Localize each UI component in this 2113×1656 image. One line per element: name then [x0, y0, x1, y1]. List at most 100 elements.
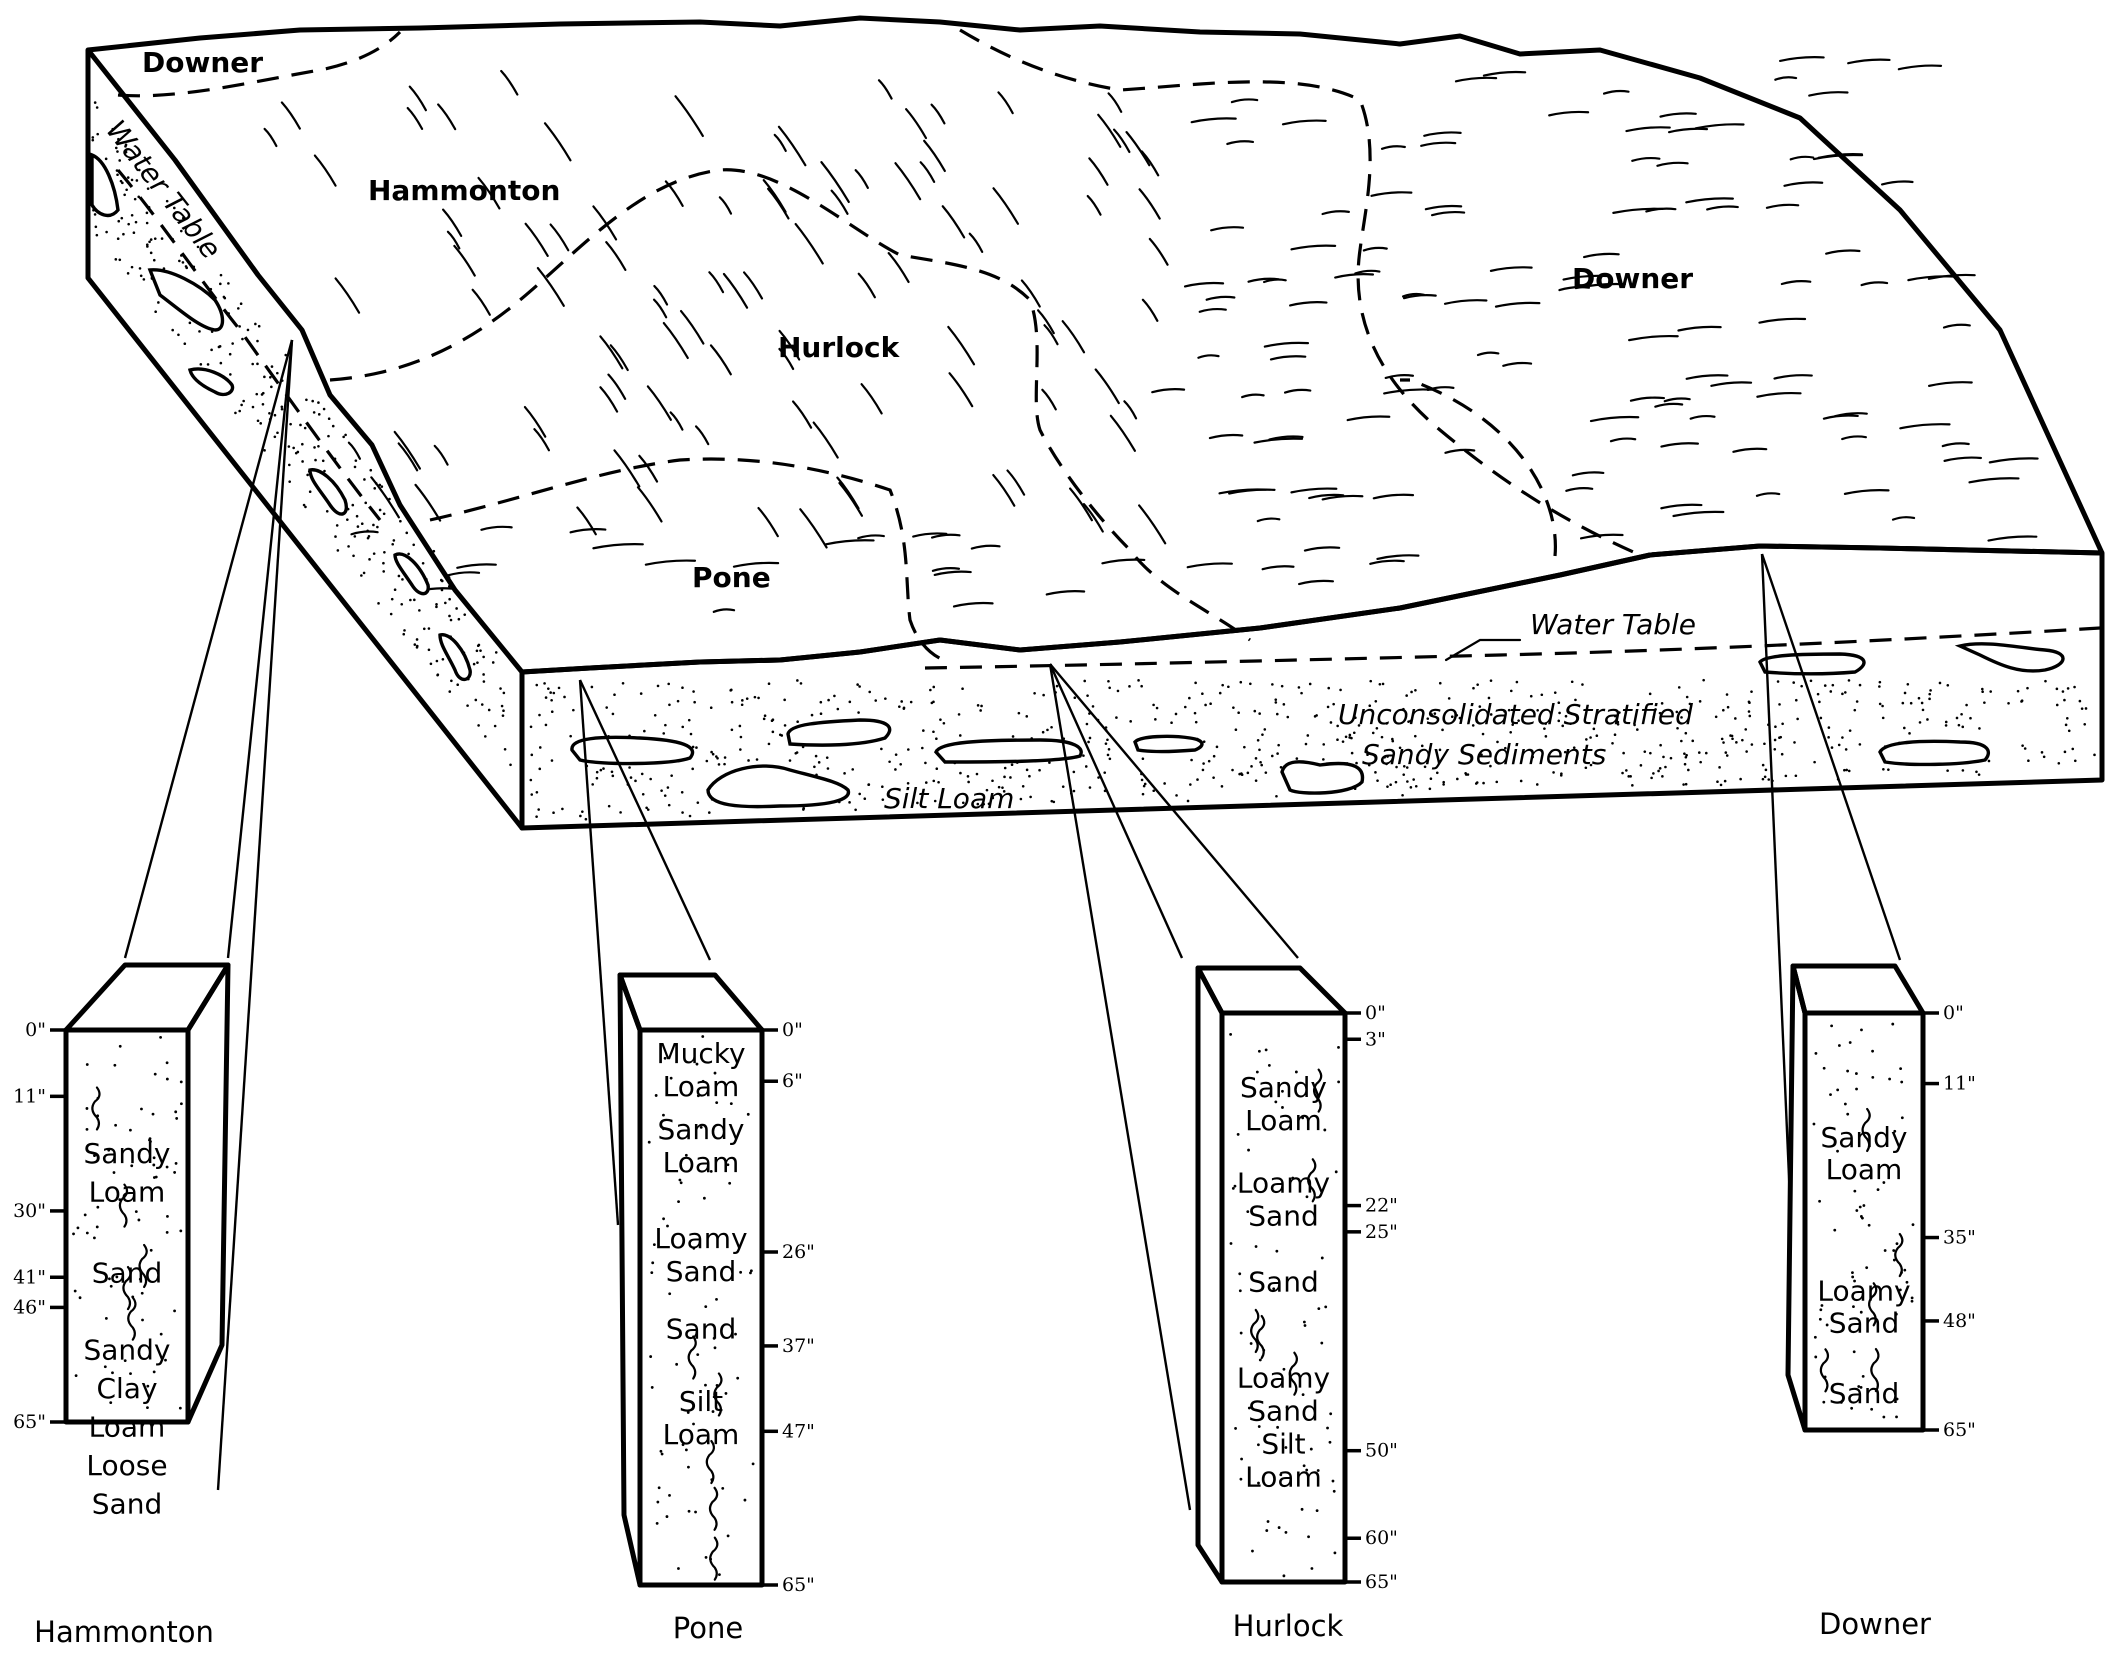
hachure-stroke — [1097, 113, 1122, 148]
stipple-dot — [415, 638, 419, 641]
stipple-dot — [957, 713, 961, 716]
stipple-dot — [1908, 732, 1911, 735]
stipple-dot — [599, 768, 603, 772]
stipple-dot — [645, 806, 648, 810]
stipple-dot — [1420, 744, 1424, 748]
hachure-stroke — [599, 335, 624, 370]
stipple-dot — [1407, 720, 1410, 723]
stipple-dot — [1308, 682, 1312, 686]
stipple-dot — [165, 1077, 169, 1081]
stipple-dot — [129, 1372, 132, 1376]
stipple-dot — [1329, 721, 1333, 724]
stipple-dot — [1928, 692, 1932, 696]
stipple-dot — [116, 150, 119, 153]
stipple-dot — [1256, 738, 1260, 742]
stipple-dot — [1458, 716, 1462, 720]
stipple-dot — [251, 362, 254, 366]
stipple-dot — [346, 518, 349, 521]
stipple-dot — [123, 1359, 127, 1363]
stipple-dot — [863, 797, 867, 801]
hachure-stroke — [824, 539, 875, 546]
layer-text: Loam — [1245, 1104, 1322, 1137]
hachure-stroke — [694, 425, 710, 446]
stipple-dot — [653, 714, 657, 717]
stipple-dot — [771, 730, 775, 734]
stipple-dot — [1531, 755, 1535, 759]
stipple-dot — [675, 1362, 679, 1366]
hachure-stroke — [1094, 368, 1120, 405]
stipple-dot — [699, 1125, 703, 1129]
stipple-dot — [1083, 679, 1087, 683]
stipple-dot — [501, 714, 505, 717]
stipple-dot — [93, 1236, 96, 1240]
stipple-dot — [1855, 1072, 1858, 1075]
hachure-stroke — [1482, 70, 1527, 77]
stipple-dot — [1867, 1223, 1871, 1227]
stipple-dot — [104, 1316, 108, 1320]
stipple-dot — [1723, 779, 1727, 783]
stipple-dot — [713, 1071, 717, 1075]
stipple-dot — [679, 1181, 683, 1185]
root-squiggle — [91, 1086, 101, 1131]
stipple-dot — [1631, 784, 1634, 787]
stipple-dot — [550, 698, 553, 702]
hachure-stroke — [1383, 388, 1433, 395]
stipple-dot — [1456, 777, 1459, 781]
stipple-dot — [1389, 783, 1392, 787]
stipple-dot — [1981, 690, 1984, 694]
hachure-stroke — [1663, 397, 1691, 403]
stipple-dot — [317, 413, 321, 416]
stipple-dot — [1237, 711, 1240, 715]
stipple-dot — [916, 801, 919, 805]
depth-label: 0" — [1365, 1002, 1386, 1024]
stipple-dot — [1780, 752, 1784, 756]
hachure-stroke — [1660, 503, 1703, 510]
stipple-dot — [868, 690, 872, 694]
stipple-dot — [141, 1318, 144, 1322]
stipple-dot — [1511, 723, 1515, 726]
stipple-dot — [538, 713, 541, 717]
stipple-dot — [557, 686, 561, 690]
stipple-dot — [1021, 785, 1025, 788]
stipple-dot — [325, 509, 329, 513]
stipple-dot — [1946, 683, 1950, 687]
stipple-dot — [1893, 1129, 1897, 1133]
stipple-dot — [1050, 725, 1053, 729]
stipple-dot — [817, 761, 821, 764]
stipple-dot — [1265, 1529, 1269, 1532]
hachure-stroke — [1454, 76, 1498, 83]
stipple-dot — [1734, 717, 1737, 720]
hachure-stroke — [732, 561, 780, 568]
stipple-dot — [739, 1270, 743, 1274]
stipple-dot — [1240, 773, 1244, 777]
stipple-dot — [1702, 678, 1705, 682]
stipple-dot — [1276, 1425, 1279, 1429]
stipple-dot — [116, 173, 119, 177]
layer-text: Loam — [663, 1418, 740, 1451]
stipple-dot — [739, 748, 742, 751]
stipple-dot — [122, 232, 125, 236]
stipple-dot — [1258, 712, 1261, 715]
stipple-dot — [1367, 763, 1371, 767]
hachure-stroke — [1380, 145, 1406, 150]
stipple-dot — [1819, 1308, 1823, 1312]
stipple-dot — [1291, 1176, 1295, 1180]
stipple-dot — [552, 691, 556, 695]
stipple-dot — [181, 216, 185, 220]
hachure-stroke — [569, 528, 607, 534]
stipple-dot — [1332, 702, 1335, 706]
stipple-dot — [1569, 722, 1572, 725]
stipple-dot — [1320, 1256, 1324, 1260]
stipple-dot — [2093, 753, 2096, 757]
stipple-dot — [181, 261, 185, 264]
stipple-dot — [1402, 707, 1405, 711]
root-squiggle — [1307, 1158, 1317, 1203]
hachure-stroke — [1183, 281, 1225, 288]
stipple-dot — [1881, 704, 1884, 708]
stipple-dot — [1315, 714, 1318, 717]
layer-text: Loamy — [654, 1222, 747, 1255]
stipple-dot — [684, 1153, 688, 1157]
stipple-dot — [728, 1181, 732, 1185]
stipple-dot — [681, 725, 685, 729]
stipple-dot — [563, 695, 566, 699]
